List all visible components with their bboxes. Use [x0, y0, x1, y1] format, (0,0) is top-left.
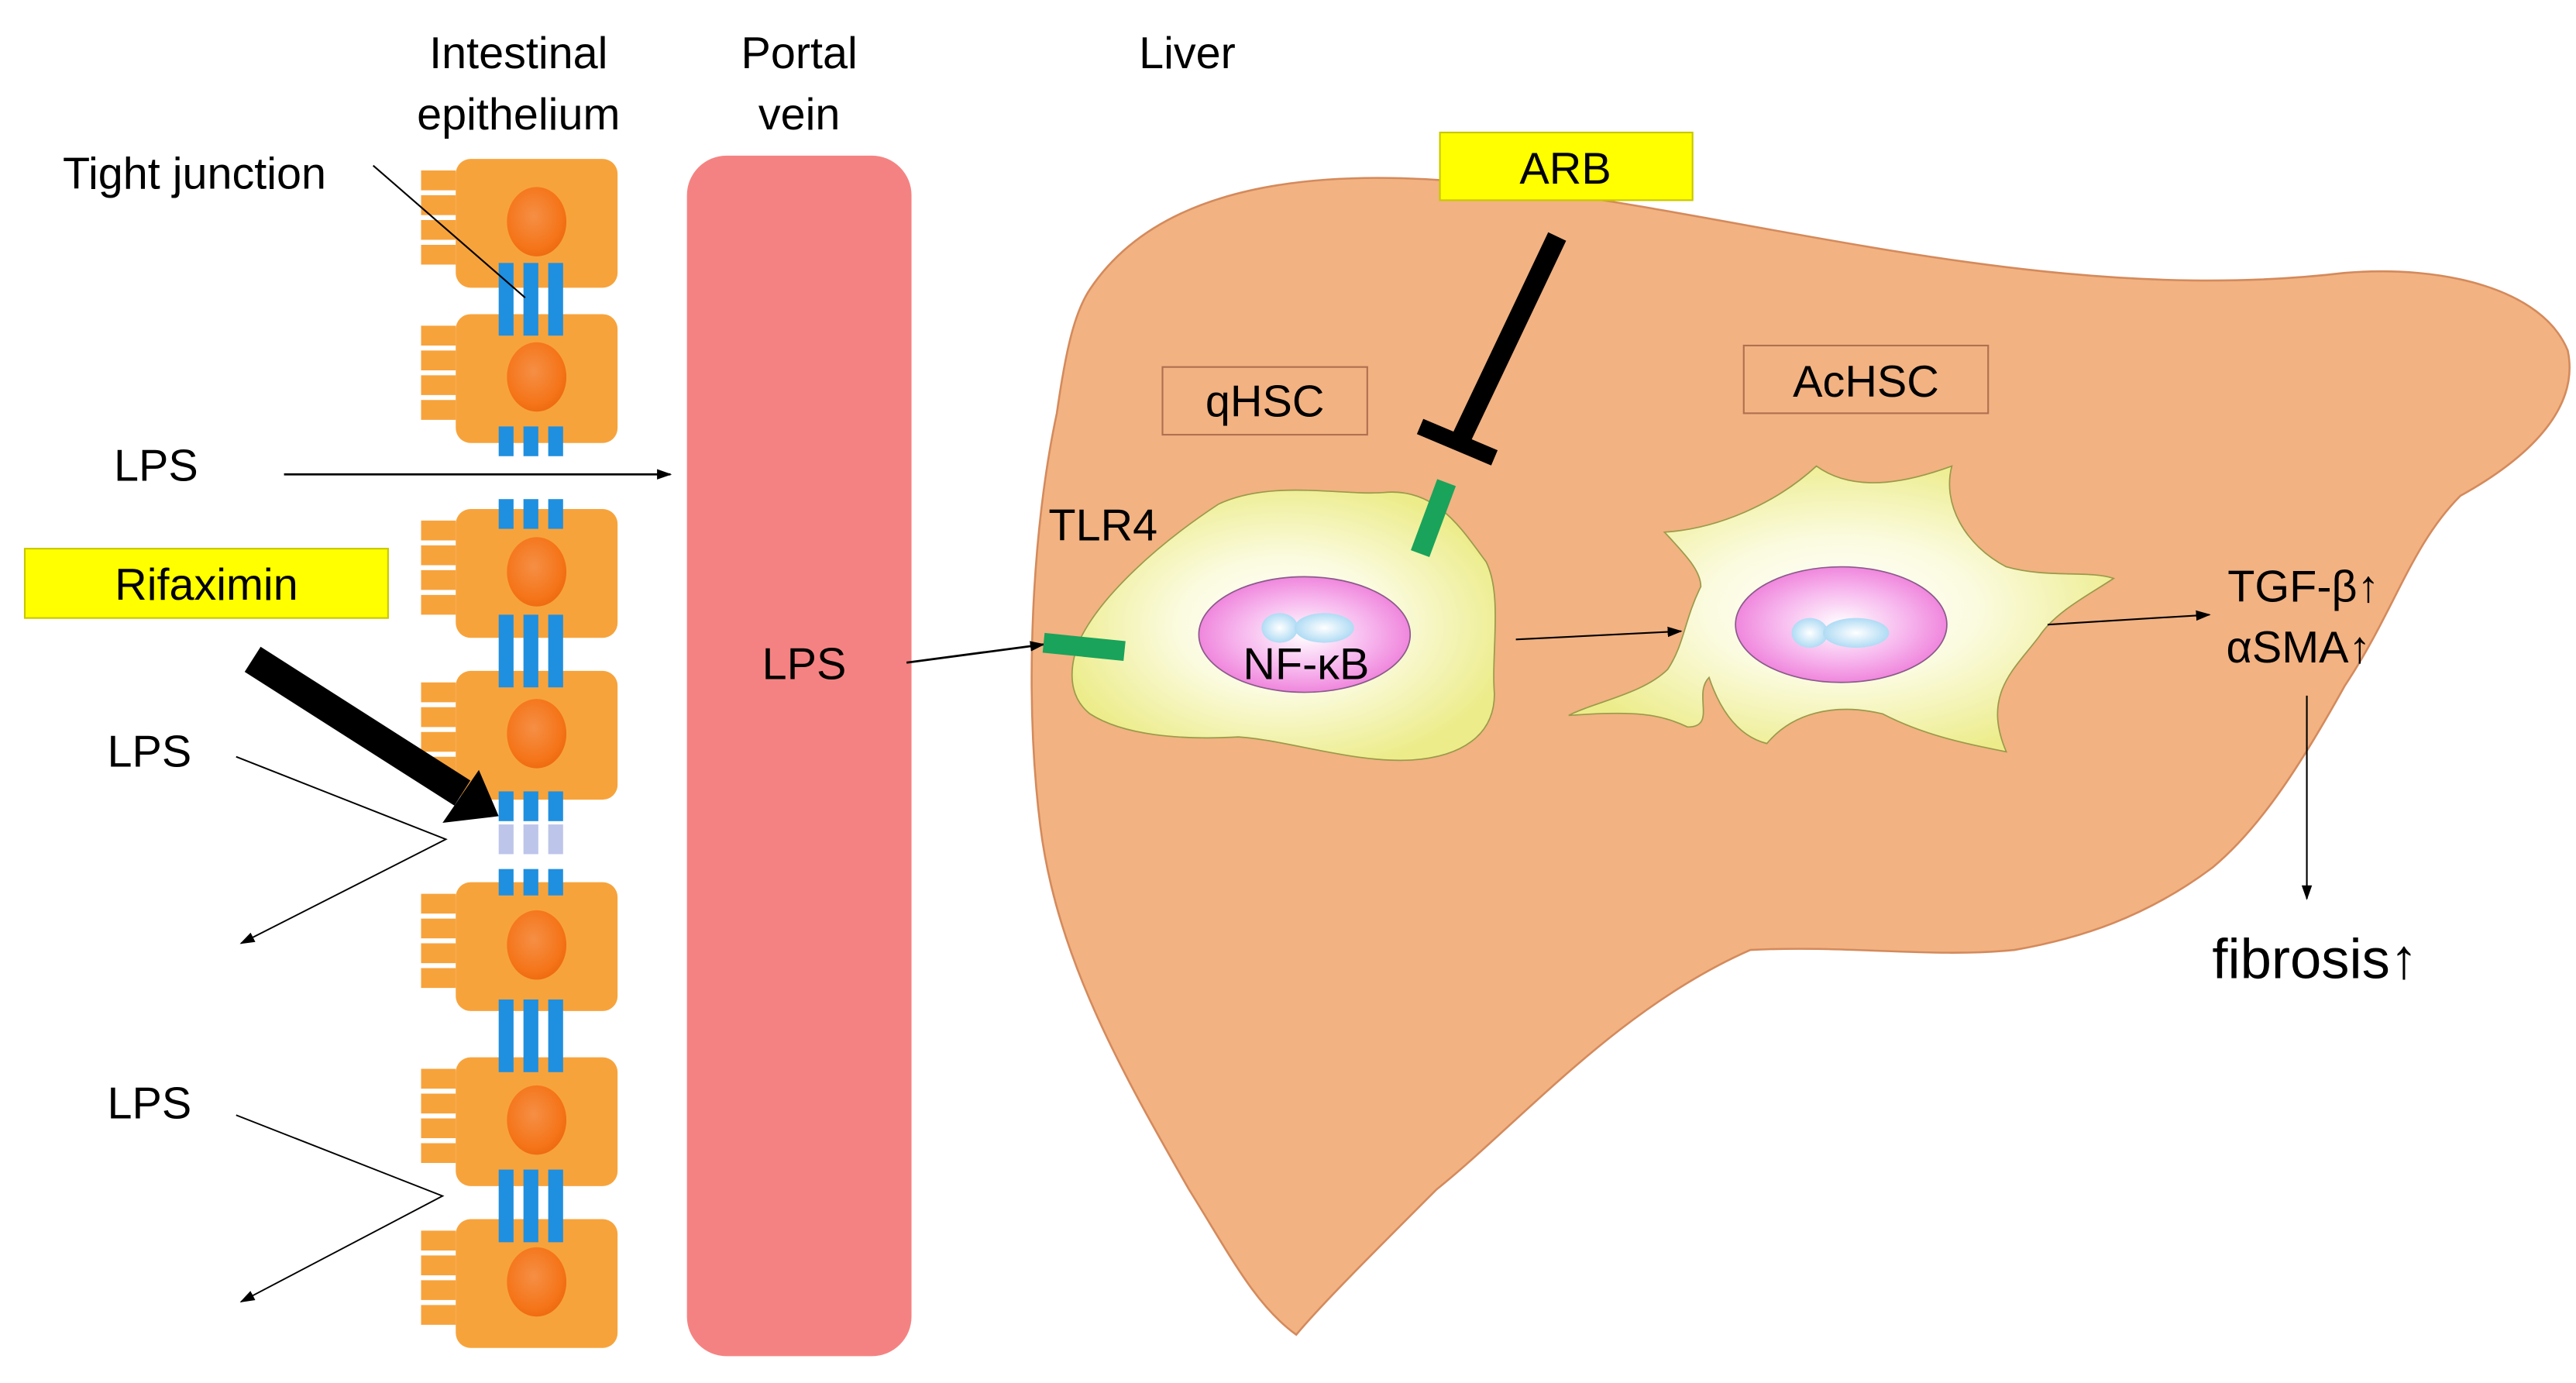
arb-inhibition-bar [1416, 232, 1567, 466]
tight-junction [498, 499, 563, 529]
portal-vein-heading-line2: vein [758, 90, 841, 139]
cell-nucleus [507, 342, 567, 412]
disrupted-tight-junction [498, 824, 563, 855]
rifaximin-arrow [244, 646, 499, 823]
tlr4-receptor [1042, 632, 1126, 662]
alpha-sma-label: αSMA↑ [2227, 623, 2371, 673]
achsc-nucleolus [1823, 618, 1890, 648]
lps-label-1: LPS [114, 442, 198, 491]
activated-hepatic-stellate-cell [1568, 465, 2116, 753]
rifaximin-label-box [23, 548, 389, 619]
nfkb-label: NF-κB [1243, 640, 1369, 690]
qhsc-label: qHSC [1205, 377, 1324, 427]
cell-nucleus [507, 187, 567, 256]
portal-vein-heading-line1: Portal [741, 29, 857, 78]
cell-nucleus [507, 1085, 567, 1155]
tight-junctions [498, 263, 563, 1243]
liver-heading: Liver [1139, 29, 1236, 78]
tlr4-label: TLR4 [1048, 501, 1157, 550]
epithelial-cell [421, 670, 618, 800]
tight-junction [498, 999, 563, 1072]
epithelial-cell [421, 159, 618, 288]
fibrosis-label: fibrosis↑ [2212, 927, 2418, 990]
tight-junction [498, 426, 563, 456]
tight-junction [498, 614, 563, 688]
intestinal-epithelium-heading-line1: Intestinal [429, 29, 607, 78]
epithelial-cell [421, 508, 618, 638]
tlr4-receptor [1411, 479, 1457, 557]
activation-arrow [1515, 626, 1683, 641]
achsc-label-box [1742, 344, 1990, 415]
qhsc-nucleolus [1261, 613, 1298, 643]
tgf-beta-label: TGF-β↑ [2227, 562, 2379, 611]
tight-junction [498, 791, 563, 821]
cell-nucleus [507, 699, 567, 769]
tight-junction [498, 263, 563, 336]
epithelial-cell [421, 1057, 618, 1186]
epithelial-cell [421, 314, 618, 443]
tight-junction-pointer [372, 164, 526, 298]
quiescent-hepatic-stellate-cell: NF-κB [1071, 489, 1496, 762]
marker-arrow [2047, 610, 2211, 626]
achsc-nucleolus [1791, 618, 1828, 648]
achsc-label: AcHSC [1793, 357, 1939, 407]
portal-vein-lps-label: LPS [762, 640, 847, 690]
tight-junction-label: Tight junction [63, 149, 326, 198]
portal-vein [686, 155, 912, 1357]
arb-label-box [1439, 131, 1694, 201]
tight-junction [498, 1169, 563, 1243]
epithelial-cell [421, 1219, 618, 1348]
tight-junction [498, 869, 563, 896]
lps-arrow-to-tlr4 [906, 641, 1045, 664]
lps-leak-arrow-3 [236, 1114, 445, 1302]
qhsc-nucleolus [1295, 613, 1354, 643]
arb-label: ARB [1519, 144, 1611, 194]
intestinal-epithelium-heading-line2: epithelium [417, 90, 620, 139]
epithelial-cell-column [421, 159, 618, 1348]
cell-nucleus [507, 1247, 567, 1317]
rifaximin-label: Rifaximin [115, 560, 298, 610]
liver-shape [1030, 177, 2571, 1337]
lps-leak-arrow-2 [236, 755, 448, 944]
cell-nucleus [507, 910, 567, 980]
lps-label-3: LPS [108, 1079, 192, 1128]
qhsc-label-box [1161, 366, 1368, 436]
cell-nucleus [507, 537, 567, 607]
epithelial-cell [421, 882, 618, 1011]
lps-label-2: LPS [108, 727, 192, 776]
